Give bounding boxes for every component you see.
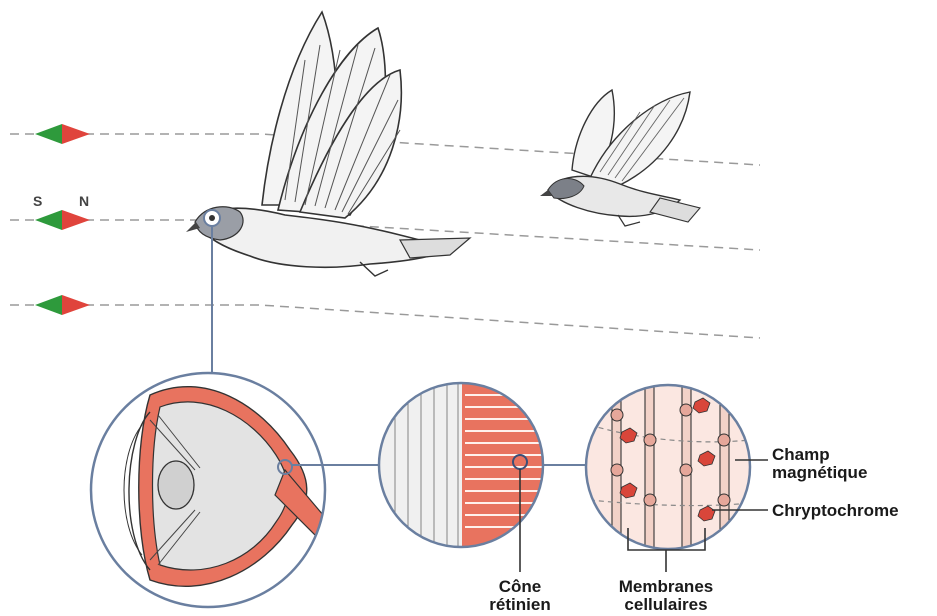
label-cryptochrome: Chryptochrome [772,502,899,519]
label-cell-membranes-line2: cellulaires [600,596,732,613]
label-magnetic-field-line2: magnétique [772,464,867,481]
compass-needle-top [35,124,90,144]
label-retinal-cone-line2: rétinien [475,596,565,613]
compass-north-label: N [79,193,89,209]
label-magnetic-field-line1: Champ [772,446,830,463]
retina-cross-section [379,383,547,572]
pigeon-large-illustration [186,12,470,276]
eye-cross-section [91,373,340,607]
label-cell-membranes-line1: Membranes [600,578,732,595]
compass-needle-middle [35,210,90,230]
compass-needle-bottom [35,295,90,315]
label-retinal-cone-line1: Cône [480,578,560,595]
compass-south-label: S [33,193,42,209]
cell-membrane-detail [586,385,750,550]
pigeon-small-illustration [540,90,700,226]
